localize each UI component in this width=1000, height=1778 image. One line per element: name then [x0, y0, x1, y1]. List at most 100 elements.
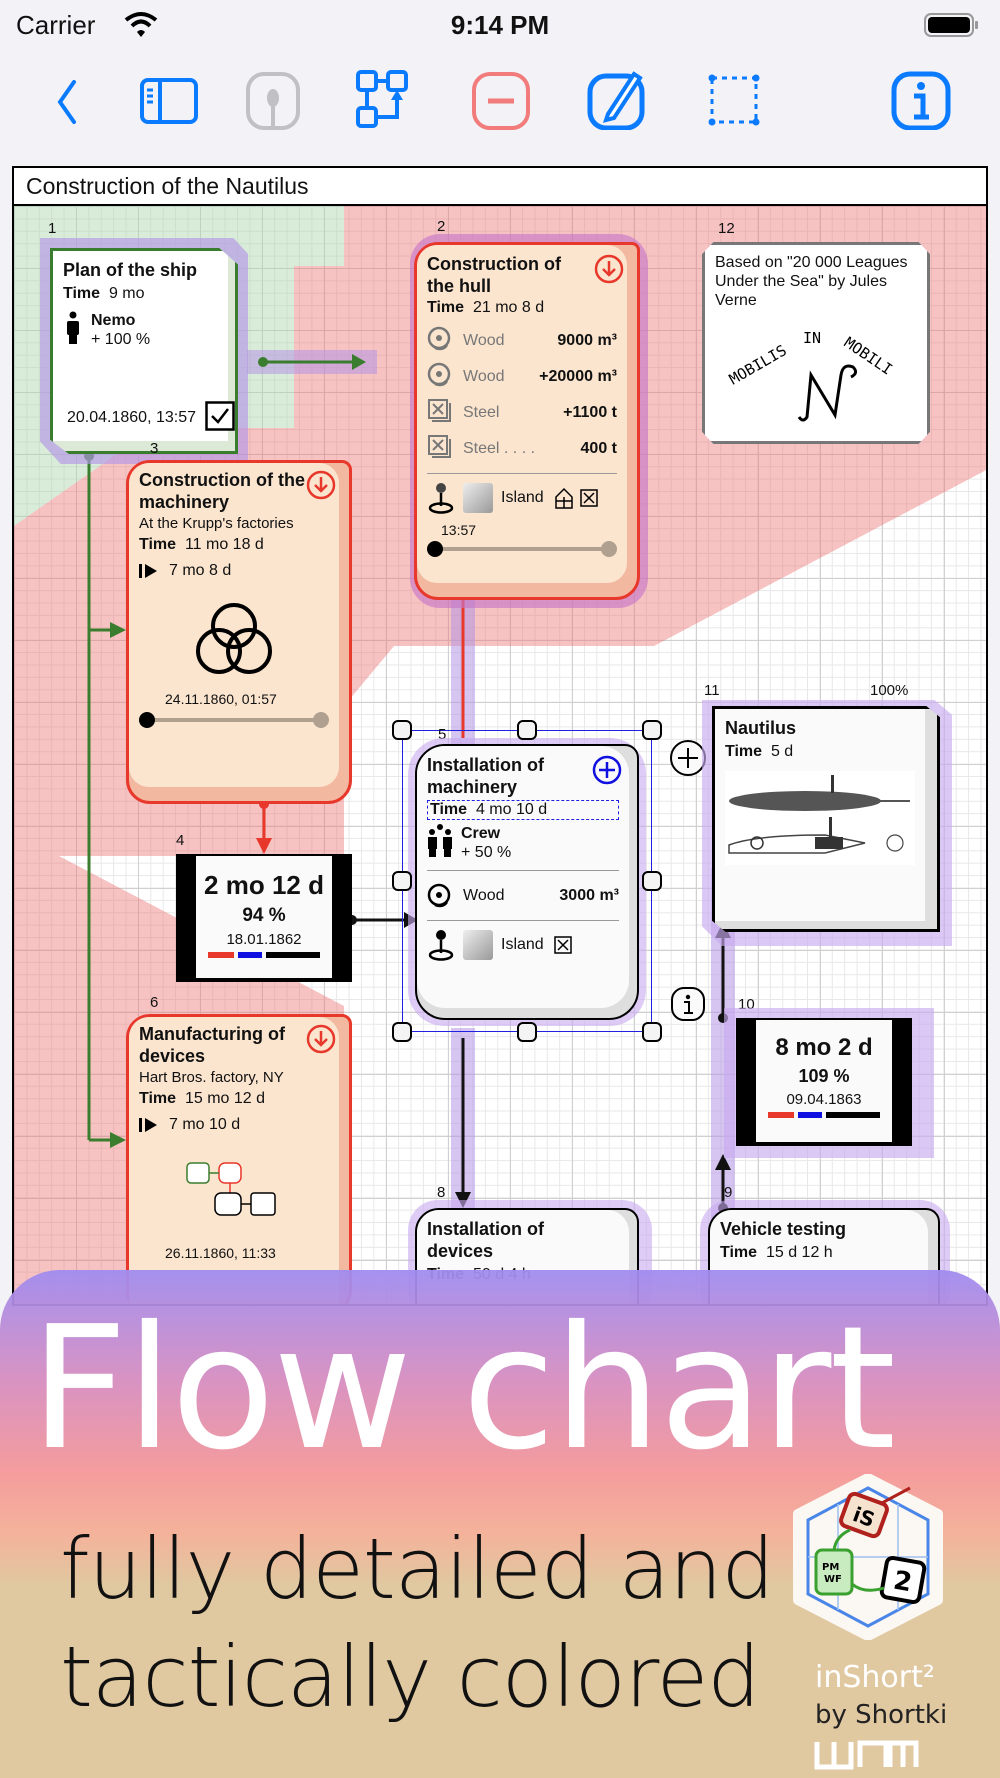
- delay-start-icon: [139, 1118, 157, 1132]
- node-12-number: 12: [718, 220, 735, 237]
- motto-left: MOBILIS: [726, 341, 790, 388]
- node-2[interactable]: Construction of the hull Time 21 mo 8 d …: [414, 242, 640, 600]
- node-9-time: Time 15 d 12 h: [720, 1244, 833, 1261]
- node-1-title: Plan of the ship: [63, 260, 198, 280]
- node-4-duration: 2 mo 12 d: [204, 870, 324, 900]
- carrier-label: Carrier: [16, 10, 96, 40]
- node-1-person-load: + 100 %: [91, 331, 151, 348]
- wood-icon: [427, 883, 451, 907]
- resource-value: +1100 t: [563, 404, 617, 421]
- chevron-left-icon: [57, 80, 76, 124]
- brand-name: inShort²: [815, 1660, 935, 1695]
- submarine-drawing: [725, 771, 915, 865]
- node-3-date: 24.11.1860, 01:57: [165, 691, 277, 707]
- node-3-subtitle: At the Krupp's factories: [139, 515, 294, 532]
- resize-handle[interactable]: [642, 1022, 662, 1042]
- back-button[interactable]: [32, 66, 96, 135]
- resize-handle[interactable]: [642, 720, 662, 740]
- node-3-progress-slider[interactable]: [139, 711, 329, 729]
- resize-handle[interactable]: [642, 871, 662, 891]
- node-6-title: Manufacturing of devices: [139, 1024, 285, 1066]
- node-4[interactable]: 2 mo 12 d 94 % 18.01.1862: [176, 854, 352, 982]
- node-6[interactable]: Manufacturing of devices Hart Bros. fact…: [126, 1014, 352, 1304]
- resource-label: Wood: [463, 368, 505, 385]
- node-4-status-bars: [196, 952, 332, 958]
- mining-icon: [553, 936, 572, 954]
- flow-layout-icon: [356, 70, 408, 128]
- node-5-location: Island: [501, 936, 544, 953]
- promo-line-1: fully detailed and: [60, 1520, 775, 1618]
- connector-3-4: [256, 799, 272, 854]
- resize-handle[interactable]: [517, 1022, 537, 1042]
- node-10-duration: 8 mo 2 d: [775, 1034, 873, 1061]
- resource-label: Wood: [463, 332, 505, 349]
- steel-icon: [427, 398, 453, 429]
- node-1[interactable]: Plan of the ship Time 9 mo Nemo+ 100 % 2…: [50, 248, 238, 454]
- pencil-square-icon: [587, 71, 645, 131]
- remove-button[interactable]: [470, 66, 534, 135]
- node-5-resource: Wood 3000 m³: [427, 870, 619, 920]
- node-4-number: 4: [176, 832, 185, 849]
- node-2-progress-time: 13:57: [441, 522, 477, 538]
- resize-handle[interactable]: [517, 720, 537, 740]
- person-icon: [67, 311, 79, 344]
- status-bar: Carrier 9:14 PM: [0, 0, 1000, 50]
- sidebar-button[interactable]: [136, 66, 200, 135]
- node-1-number: 1: [48, 220, 57, 237]
- node-10[interactable]: 8 mo 2 d 109 % 09.04.1863: [736, 1018, 912, 1146]
- node-5[interactable]: Installation of machinery Time 4 mo 10 d…: [415, 744, 639, 1020]
- motto-right: MOBILI: [841, 333, 896, 378]
- edit-button[interactable]: [584, 66, 648, 135]
- node-6-number: 6: [150, 994, 159, 1011]
- node-4-date: 18.01.1862: [226, 931, 302, 948]
- node-11[interactable]: Nautilus Time 5 d: [712, 706, 940, 932]
- rings-icon: [196, 603, 272, 674]
- diagram-canvas[interactable]: Construction of the Nautilus 1 Plan of t…: [12, 166, 988, 1306]
- building-icon: [554, 487, 573, 509]
- shortki-logo: [814, 1740, 919, 1770]
- island-map-thumbnail: [463, 483, 493, 513]
- resource-row: Wood 9000 m³: [427, 323, 617, 359]
- arrow-down-circle-icon[interactable]: [305, 469, 337, 501]
- wifi-icon: [124, 12, 158, 37]
- resource-value: 400 t: [580, 440, 617, 457]
- select-button[interactable]: [704, 66, 768, 135]
- minus-icon: [472, 72, 530, 130]
- delay-start-icon: [139, 564, 157, 578]
- resize-handle[interactable]: [392, 1022, 412, 1042]
- brand-by: by Shortki: [815, 1700, 948, 1730]
- resource-row: Steel+1100 t: [427, 395, 617, 431]
- steel-icon: [427, 434, 453, 465]
- node-5-crew-load: + 50 %: [461, 844, 512, 861]
- node-11-title: Nautilus: [725, 718, 797, 738]
- location-pin-icon: [428, 483, 454, 514]
- wood-icon: [427, 326, 453, 357]
- connector-1-3-6: [84, 451, 126, 1148]
- resize-handle[interactable]: [392, 871, 412, 891]
- arrow-down-circle-icon[interactable]: [305, 1023, 337, 1055]
- app-logo: iS PM WF 2: [793, 1474, 943, 1640]
- node-5-time-field[interactable]: Time 4 mo 10 d: [427, 800, 619, 820]
- node-3[interactable]: Construction of the machinery At the Kru…: [126, 460, 352, 804]
- pin-button[interactable]: [242, 66, 306, 135]
- info-button[interactable]: [890, 66, 954, 135]
- arrow-down-circle-icon[interactable]: [593, 253, 625, 285]
- node-3-time: Time 11 mo 18 d: [139, 536, 264, 553]
- node-5-title: Installation of machinery: [427, 755, 544, 797]
- resource-row: Wood+20000 m³: [427, 359, 617, 395]
- flow-layout-button[interactable]: [352, 66, 416, 135]
- resource-value: 9000 m³: [557, 332, 617, 349]
- motto-mid: IN: [803, 329, 821, 347]
- node-6-delay: 7 mo 10 d: [169, 1116, 241, 1133]
- resize-handle[interactable]: [392, 720, 412, 740]
- node-2-progress-slider[interactable]: [427, 540, 617, 558]
- node-info-button[interactable]: [670, 986, 706, 1022]
- node-1-date: 20.04.1860, 13:57: [67, 409, 197, 426]
- diagram-title: Construction of the Nautilus: [14, 168, 986, 206]
- battery-icon: [924, 13, 978, 37]
- node-12[interactable]: Based on "20 000 Leagues Under the Sea" …: [702, 242, 930, 444]
- mining-icon: [579, 489, 598, 507]
- add-circle-icon[interactable]: [591, 754, 623, 786]
- wood-icon: [427, 362, 453, 393]
- checkbox-checked-icon[interactable]: [205, 401, 235, 431]
